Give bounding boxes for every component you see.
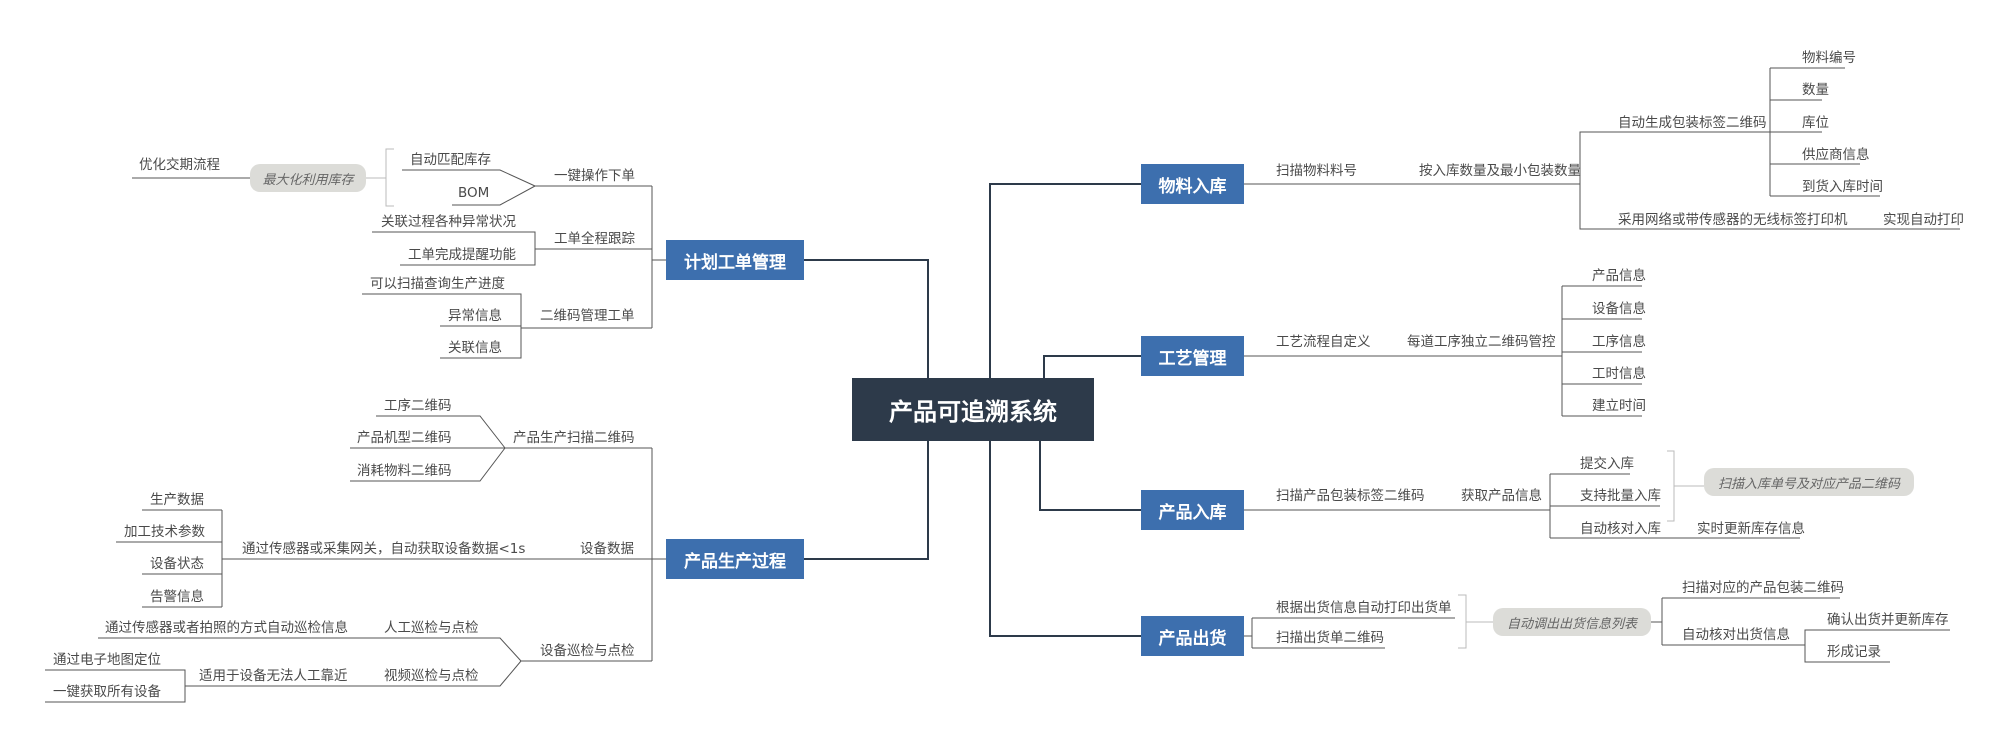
node-auto-match[interactable]: 自动匹配库存: [410, 152, 491, 168]
node-auto-check[interactable]: 自动核对出货信息: [1682, 627, 1790, 643]
node-auto-label[interactable]: 自动生成包装标签二维码: [1618, 115, 1767, 131]
trunk-line: [804, 259, 929, 378]
root-node[interactable]: 产品可追溯系统: [852, 378, 1094, 441]
node-related-info[interactable]: 关联信息: [448, 340, 502, 356]
connector-line: [452, 185, 536, 206]
node-scan-qr[interactable]: 产品生产扫描二维码: [513, 430, 635, 446]
node-label-item[interactable]: 到货入库时间: [1802, 179, 1883, 195]
node-qr-item[interactable]: 工序二维码: [384, 398, 452, 414]
node-label-item[interactable]: 数量: [1802, 82, 1829, 98]
note-shipment-list-pill[interactable]: 自动调出出货信息列表: [1493, 608, 1651, 636]
node-sensor-gateway[interactable]: 通过传感器或采集网关，自动获取设备数据<1s: [242, 541, 526, 557]
bracket-line: [1667, 450, 1675, 522]
node-tracking[interactable]: 工单全程跟踪: [554, 231, 635, 247]
connector-line: [1579, 184, 1870, 230]
node-device-item[interactable]: 告警信息: [150, 589, 204, 605]
bracket-line: [385, 148, 394, 207]
connector-line: [400, 249, 536, 266]
node-video[interactable]: 视频巡检与点检: [384, 668, 479, 684]
node-auto-print[interactable]: 实现自动打印: [1883, 212, 1964, 228]
topic-plan[interactable]: 计划工单管理: [666, 240, 804, 280]
note-max-use-pill[interactable]: 最大化利用库存: [250, 164, 366, 192]
bracket-line: [1458, 594, 1467, 649]
node-realtime[interactable]: 实时更新库存信息: [1697, 521, 1805, 537]
node-qr-item[interactable]: 消耗物料二维码: [357, 463, 452, 479]
topic-shipment[interactable]: 产品出货: [1141, 616, 1244, 656]
node-auto-check-in[interactable]: 自动核对入库: [1580, 521, 1661, 537]
node-scan-pack-qr[interactable]: 扫描产品包装标签二维码: [1276, 488, 1425, 504]
node-manual-desc[interactable]: 通过传感器或者拍照的方式自动巡检信息: [105, 620, 348, 636]
connector-line: [45, 686, 186, 703]
node-auto-print-order[interactable]: 根据出货信息自动打印出货单: [1276, 600, 1452, 616]
connector-line: [372, 231, 536, 249]
connector-line: [1804, 645, 1890, 663]
trunk-line: [989, 183, 1141, 378]
connector-line: [45, 669, 186, 686]
topic-process[interactable]: 工艺管理: [1141, 336, 1244, 376]
topic-production[interactable]: 产品生产过程: [666, 539, 804, 579]
node-process-item[interactable]: 工序信息: [1592, 334, 1646, 350]
node-device-item[interactable]: 设备状态: [150, 556, 204, 572]
node-scan-material-no[interactable]: 扫描物料料号: [1276, 163, 1357, 179]
trunk-line: [804, 441, 929, 560]
node-process-item[interactable]: 建立时间: [1592, 398, 1646, 414]
node-scan-pack[interactable]: 扫描对应的产品包装二维码: [1682, 580, 1844, 596]
connector-line: [1579, 131, 1770, 184]
topic-product-in[interactable]: 产品入库: [1141, 490, 1244, 530]
node-printer[interactable]: 采用网络或带传感器的无线标签打印机: [1618, 212, 1848, 228]
node-inspection[interactable]: 设备巡检与点检: [540, 643, 635, 659]
node-process-item[interactable]: 设备信息: [1592, 301, 1646, 317]
node-get-all[interactable]: 一键获取所有设备: [53, 684, 161, 700]
node-qr-manage[interactable]: 二维码管理工单: [540, 308, 635, 324]
connector-line: [440, 325, 522, 328]
node-batch-in[interactable]: 支持批量入库: [1580, 488, 1661, 504]
node-process-item[interactable]: 产品信息: [1592, 268, 1646, 284]
node-scan-order-qr[interactable]: 扫描出货单二维码: [1276, 630, 1384, 646]
node-abnormal-info[interactable]: 异常信息: [448, 308, 502, 324]
node-per-step-qr[interactable]: 每道工序独立二维码管控: [1407, 334, 1556, 350]
node-submit-in[interactable]: 提交入库: [1580, 456, 1634, 472]
node-device-data[interactable]: 设备数据: [580, 541, 634, 557]
connector-line: [376, 415, 506, 449]
node-qr-item[interactable]: 产品机型二维码: [357, 430, 452, 446]
trunk-line: [989, 441, 1141, 637]
trunk-line: [1039, 441, 1141, 511]
node-bom[interactable]: BOM: [458, 185, 490, 201]
node-optimize[interactable]: 优化交期流程: [139, 157, 220, 173]
node-reminder[interactable]: 工单完成提醒功能: [408, 247, 516, 263]
trunk-line: [1043, 355, 1141, 378]
node-by-qty[interactable]: 按入库数量及最小包装数量: [1419, 163, 1581, 179]
topic-material-in[interactable]: 物料入库: [1141, 164, 1244, 204]
node-device-item[interactable]: 加工技术参数: [124, 524, 205, 540]
connector-line: [375, 637, 522, 662]
node-process-item[interactable]: 工时信息: [1592, 366, 1646, 382]
node-one-click[interactable]: 一键操作下单: [554, 168, 635, 184]
note-scan-order-pill[interactable]: 扫描入库单号及对应产品二维码: [1704, 468, 1914, 496]
node-device-item[interactable]: 生产数据: [150, 492, 204, 508]
connector-line: [375, 660, 522, 687]
connector-line: [350, 447, 506, 482]
connector-line: [1804, 629, 1950, 645]
node-label-item[interactable]: 供应商信息: [1802, 147, 1870, 163]
node-custom-flow[interactable]: 工艺流程自定义: [1276, 334, 1371, 350]
node-record[interactable]: 形成记录: [1827, 644, 1881, 660]
node-abnormal[interactable]: 关联过程各种异常状况: [381, 214, 516, 230]
node-label-item[interactable]: 库位: [1802, 115, 1829, 131]
node-get-info[interactable]: 获取产品信息: [1461, 488, 1542, 504]
node-scan-progress[interactable]: 可以扫描查询生产进度: [370, 276, 505, 292]
node-manual[interactable]: 人工巡检与点检: [384, 620, 479, 636]
connector-line: [362, 293, 522, 328]
node-video-desc[interactable]: 适用于设备无法人工靠近: [199, 668, 348, 684]
node-map-locate[interactable]: 通过电子地图定位: [53, 652, 161, 668]
node-label-item[interactable]: 物料编号: [1802, 50, 1856, 66]
node-confirm[interactable]: 确认出货并更新库存: [1827, 612, 1949, 628]
connector-line: [440, 328, 522, 359]
connector-line: [402, 169, 536, 187]
